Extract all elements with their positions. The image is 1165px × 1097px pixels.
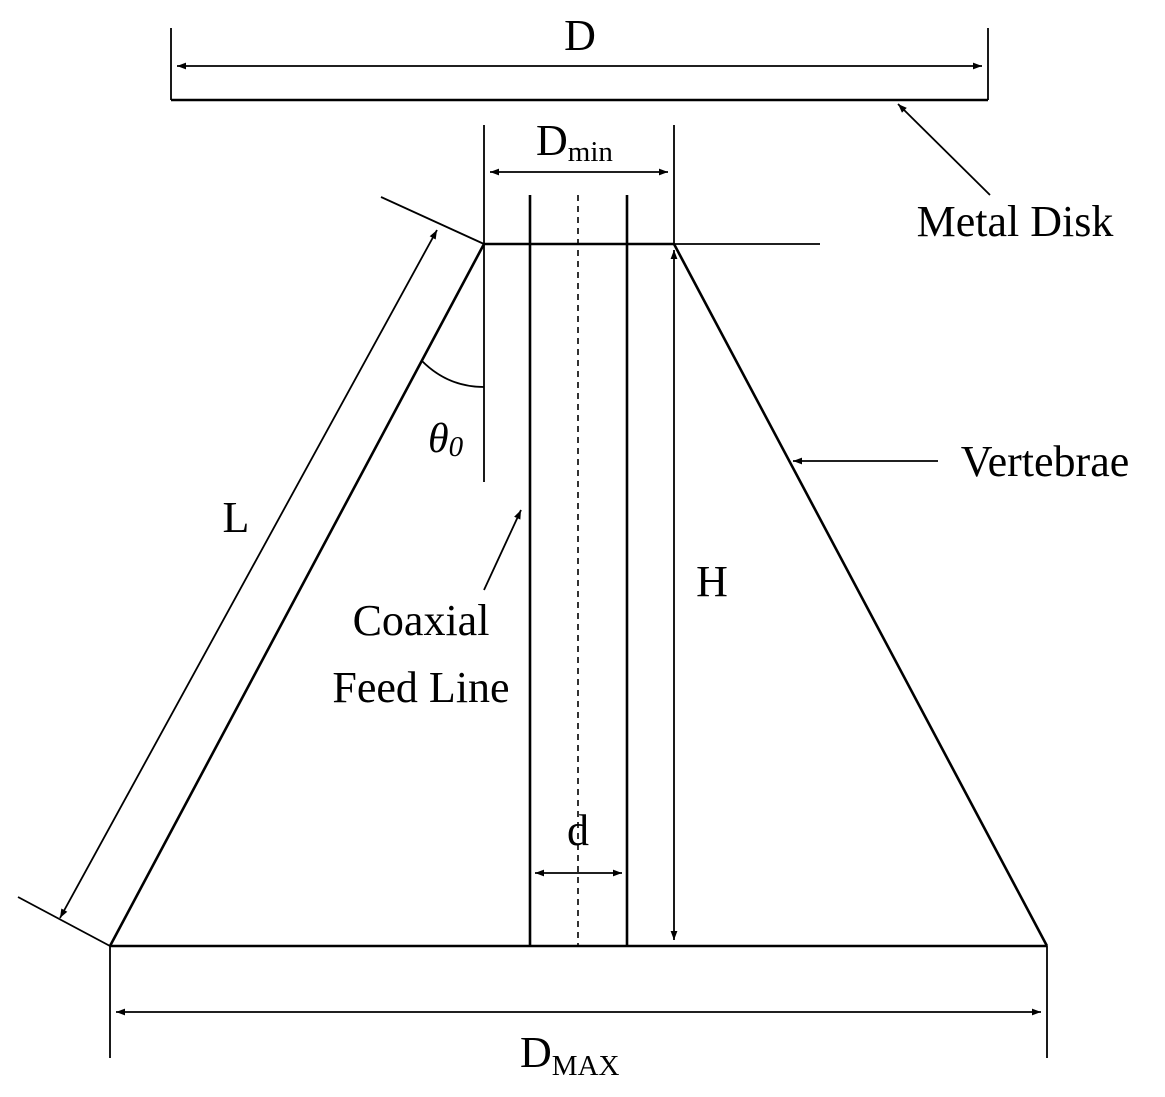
angle-arc [421, 360, 485, 388]
cone-left-edge [108, 243, 486, 947]
slant-bottom-extension [17, 896, 111, 947]
coaxial-feed-line [528, 195, 629, 946]
vertebrae-label: Vertebrae [961, 437, 1130, 486]
dmax-label-sub: MAX [552, 1050, 620, 1082]
feed-line-label-line2: Feed Line [332, 663, 509, 712]
slant-length-label: L [223, 493, 250, 542]
feed-line-leader [483, 509, 522, 591]
disk-diameter-label: D [564, 11, 596, 60]
metal-disk [170, 28, 989, 102]
angle-label-main: θ [428, 416, 449, 462]
height-label: H [696, 557, 728, 606]
slant-length-dimension [59, 229, 438, 919]
dmin-label: Dmin [536, 116, 613, 168]
dmin-label-main: D [536, 116, 568, 165]
dmin-label-sub: min [568, 136, 614, 168]
cone-right-edge [672, 243, 1049, 947]
angle-label: θ0 [428, 416, 464, 463]
metal-disk-leader [897, 103, 991, 196]
dmax-label: DMAX [520, 1028, 620, 1082]
dmax-label-main: D [520, 1028, 552, 1077]
angle-label-sub: 0 [449, 431, 464, 463]
coax-diameter-label: d [567, 806, 589, 855]
slant-top-extension [380, 196, 485, 245]
metal-disk-label: Metal Disk [917, 197, 1114, 246]
feed-line-label-line1: Coaxial [353, 596, 490, 645]
